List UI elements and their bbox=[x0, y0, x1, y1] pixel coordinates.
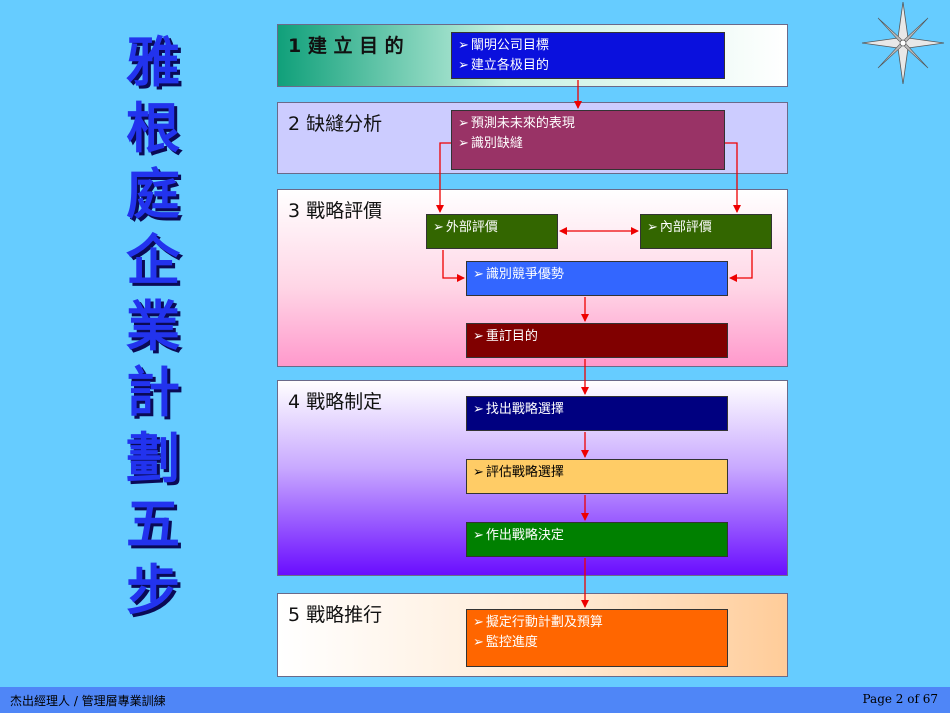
stage-3-label: 3 戰略評價 bbox=[288, 200, 383, 222]
internal-evaluation-box: 內部評價 bbox=[640, 214, 772, 249]
footer-page-number: Page 2 of 67 bbox=[862, 692, 939, 706]
title-char: 雅 bbox=[126, 31, 180, 94]
stage-5-box: 擬定行動計劃及預算 監控進度 bbox=[466, 609, 728, 667]
footer-bar: 杰出經理人 / 管理層專業訓練 Page 2 of 67 bbox=[0, 687, 950, 713]
stage-1-label: 1 建 立 目 的 bbox=[288, 35, 404, 57]
competitive-advantage-box: 識別競爭優勢 bbox=[466, 261, 728, 296]
find-strategy-label: 找出戰略選擇 bbox=[473, 400, 721, 420]
title-char: 五 bbox=[126, 493, 180, 556]
stage-2-line: 預測未未來的表現 bbox=[458, 114, 718, 134]
stage-2-label: 2 缺縫分析 bbox=[288, 113, 383, 135]
title-char: 庭 bbox=[126, 163, 180, 226]
title-char: 根 bbox=[126, 97, 180, 160]
compass-rose-icon bbox=[861, 1, 945, 85]
internal-evaluation-label: 內部評價 bbox=[647, 218, 765, 238]
vertical-title: 雅 根 庭 企 業 計 劃 五 步 bbox=[118, 30, 188, 624]
stage-2-line: 識別缺縫 bbox=[458, 134, 718, 154]
find-strategy-box: 找出戰略選擇 bbox=[466, 396, 728, 431]
footer-course-title: 杰出經理人 / 管理層專業訓練 bbox=[10, 694, 166, 708]
stage-5-label: 5 戰略推行 bbox=[288, 604, 383, 626]
evaluate-strategy-label: 評估戰略選擇 bbox=[473, 463, 721, 483]
stage-5-line: 監控進度 bbox=[473, 633, 721, 653]
stage-5-line: 擬定行動計劃及預算 bbox=[473, 613, 721, 633]
external-evaluation-label: 外部評價 bbox=[433, 218, 551, 238]
stage-1-line: 建立各极目的 bbox=[458, 56, 718, 76]
external-evaluation-box: 外部評價 bbox=[426, 214, 558, 249]
evaluate-strategy-box: 評估戰略選擇 bbox=[466, 459, 728, 494]
competitive-advantage-label: 識別競爭優勢 bbox=[473, 265, 721, 285]
title-char: 業 bbox=[126, 295, 180, 358]
stage-4-label: 4 戰略制定 bbox=[288, 391, 383, 413]
stage-1-line: 闡明公司目標 bbox=[458, 36, 718, 56]
title-char: 企 bbox=[126, 229, 180, 292]
decide-strategy-label: 作出戰略決定 bbox=[473, 526, 721, 546]
reset-objectives-box: 重訂目的 bbox=[466, 323, 728, 358]
stage-1-box: 闡明公司目標 建立各极目的 bbox=[451, 32, 725, 79]
title-char: 劃 bbox=[126, 427, 180, 490]
reset-objectives-label: 重訂目的 bbox=[473, 327, 721, 347]
stage-2-box: 預測未未來的表現 識別缺縫 bbox=[451, 110, 725, 170]
title-char: 計 bbox=[126, 361, 180, 424]
title-char: 步 bbox=[126, 559, 180, 622]
decide-strategy-box: 作出戰略決定 bbox=[466, 522, 728, 557]
